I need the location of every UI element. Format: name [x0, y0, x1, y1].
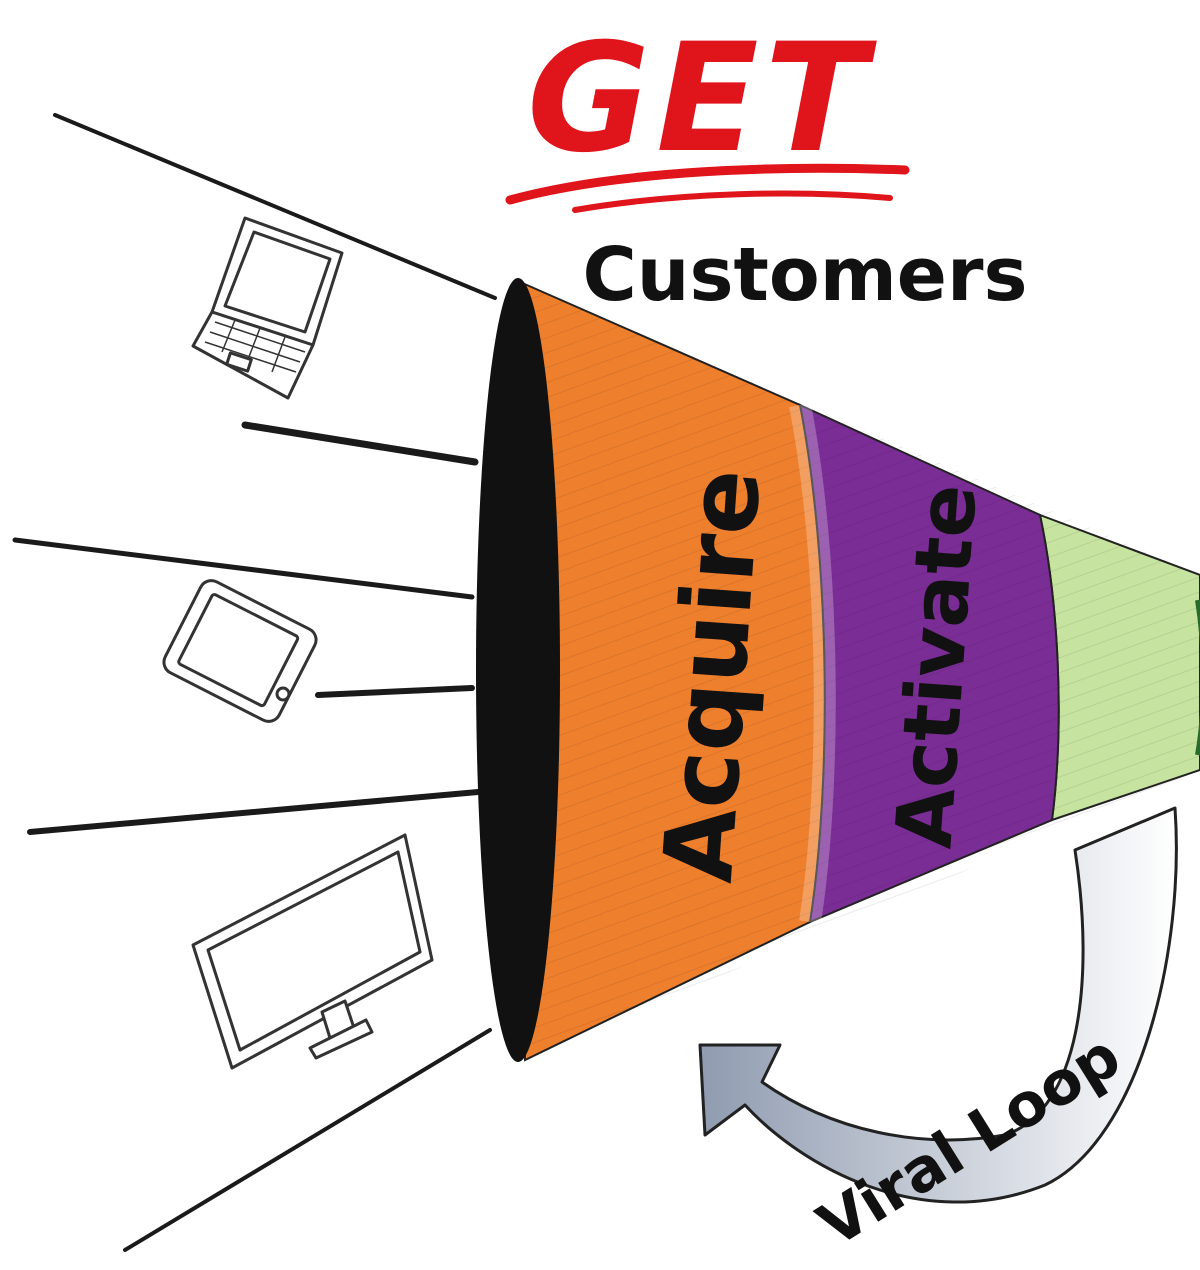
- motion-line: [315, 685, 475, 698]
- motion-lines: [12, 113, 497, 1252]
- motion-line: [241, 421, 479, 466]
- funnel: [476, 278, 1200, 1062]
- title-get: GET: [527, 12, 878, 186]
- subtitle-customers: Customers: [582, 232, 1027, 318]
- motion-line: [123, 1028, 492, 1252]
- laptop-icon: [191, 216, 344, 400]
- motion-line: [12, 537, 475, 600]
- title-underline: [505, 163, 910, 213]
- motion-line: [53, 113, 497, 300]
- viral-loop-arrow: [698, 806, 1178, 1204]
- monitor-icon: [191, 833, 434, 1070]
- motion-line: [27, 789, 481, 835]
- funnel-mouth: [476, 278, 560, 1062]
- tablet-icon: [162, 579, 318, 723]
